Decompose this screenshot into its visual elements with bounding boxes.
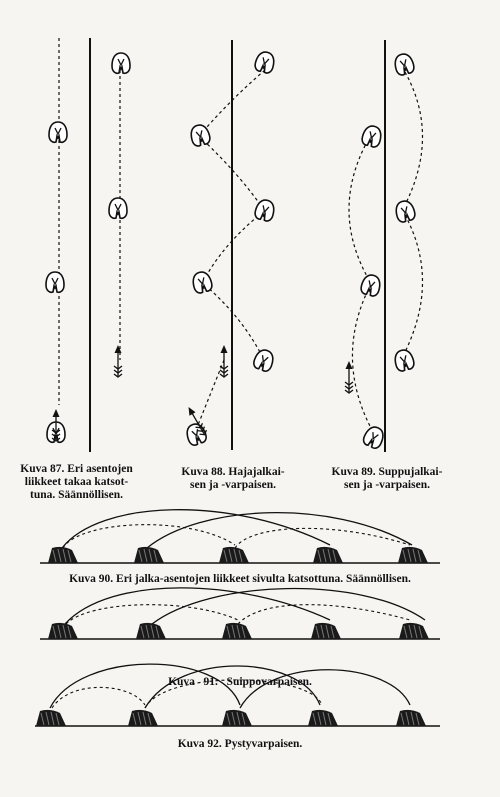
caption-fig91: Kuva 91. Suippovarpaisen.	[168, 676, 312, 688]
figure-87	[45, 38, 131, 452]
caption-fig88: Kuva 88. Hajajalkai- sen ja -varpaisen.	[181, 466, 285, 491]
caption-fig92: Kuva 92. Pystyvarpaisen.	[177, 738, 303, 750]
figure-88	[183, 40, 278, 450]
caption-fig89: Kuva 89. Suppujalkai- sen ja -varpaisen.	[331, 466, 443, 491]
figure-90	[40, 509, 440, 564]
figure-92	[35, 663, 440, 727]
figure-91	[40, 587, 440, 640]
caption-fig87: Kuva 87. Eri asentojen liikkeet takaa ka…	[20, 463, 133, 501]
figure-89	[344, 40, 423, 452]
caption-fig90: Kuva 90. Eri jalka-asentojen liikkeet si…	[69, 573, 411, 585]
